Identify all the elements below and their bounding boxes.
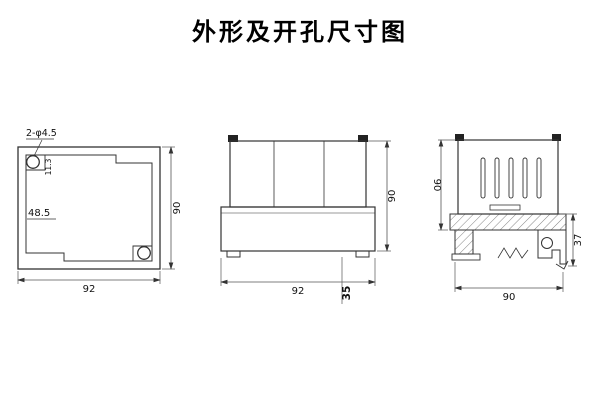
- callout-leader: [33, 139, 43, 157]
- bezel-foot-right: [355, 250, 370, 258]
- rail-hook: [555, 260, 569, 270]
- rail-profile: [537, 230, 567, 265]
- latch-bar: [489, 204, 521, 211]
- case-body: [229, 140, 367, 208]
- front-bezel: [220, 206, 376, 252]
- rail-clip-plate: [449, 213, 567, 231]
- vent-slot: [480, 157, 486, 199]
- case-body: [457, 139, 559, 215]
- mounting-clip-right: [358, 135, 368, 142]
- mounting-clip-left: [228, 135, 238, 142]
- rail-clip-slider: [454, 229, 474, 255]
- dim-width-label: 92: [83, 284, 96, 295]
- dim-depth-label: 35: [341, 286, 353, 301]
- dim-width-label: 90: [503, 292, 516, 303]
- clip-spring: [497, 247, 529, 259]
- bezel-foot-left: [226, 250, 241, 258]
- hole-callout-label: 2-φ4.5: [26, 128, 57, 139]
- drawing-title: 外形及开孔尺寸图: [192, 17, 408, 46]
- rail-view: [438, 134, 577, 292]
- vent-slot: [536, 157, 542, 199]
- dim-height-label: 90: [431, 179, 442, 192]
- cutout-outer-frame: [17, 146, 161, 270]
- dim-height-label: 90: [172, 202, 183, 215]
- hole-step-bottom: [132, 245, 152, 261]
- dim-height-label: 90: [387, 190, 398, 203]
- mounting-clip-right: [552, 134, 561, 141]
- mounting-hole-bottom-right: [137, 246, 151, 260]
- vent-slot: [494, 157, 500, 199]
- hole-step-top: [26, 155, 46, 171]
- dim-width-label: 92: [292, 286, 305, 297]
- rail-clip-foot: [451, 253, 481, 261]
- mounting-hole-top-left: [26, 155, 40, 169]
- cutout-shape: [25, 154, 153, 262]
- dim-offset-label: 11.3: [44, 158, 53, 175]
- side-view: [220, 135, 391, 304]
- dim-cutout-label: 48.5: [28, 208, 50, 219]
- vent-slot: [508, 157, 514, 199]
- rail-screw: [541, 237, 553, 249]
- dim-clip-label: 37: [573, 234, 584, 247]
- mounting-clip-left: [455, 134, 464, 141]
- cutout-view: [17, 138, 175, 284]
- vent-slot: [522, 157, 528, 199]
